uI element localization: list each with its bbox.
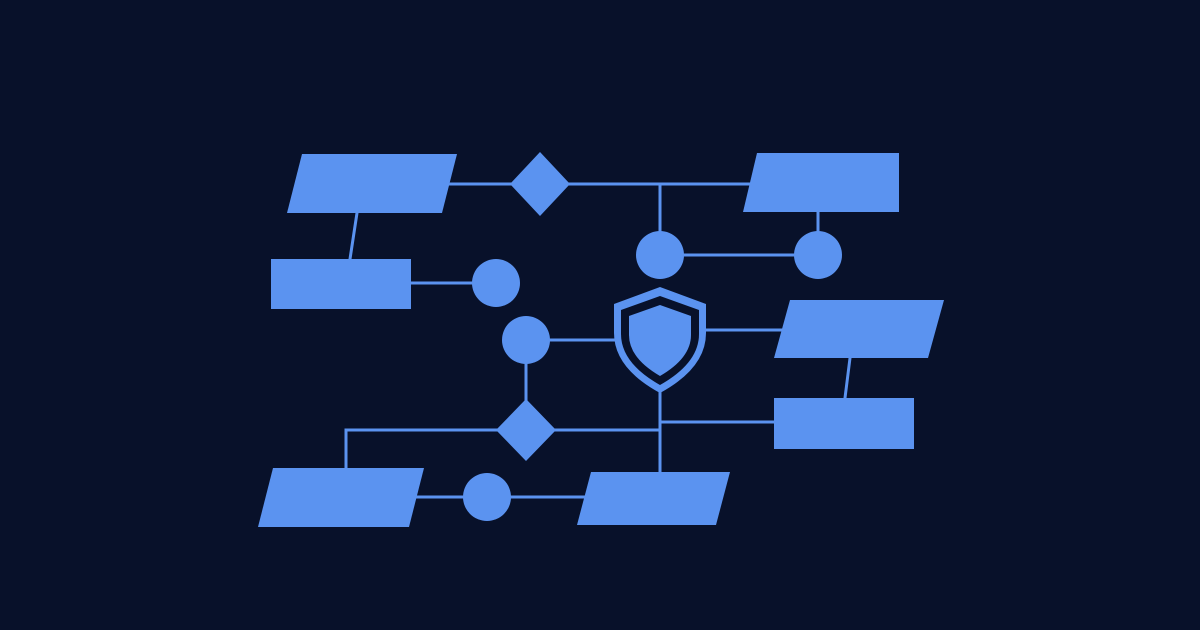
connector-top-left-down <box>348 211 359 261</box>
connectors <box>344 182 852 499</box>
node-parallelogram-right <box>774 300 944 358</box>
node-diamond-top <box>510 152 570 216</box>
node-parallelogram-bottom-left <box>258 468 424 527</box>
node-diamond-bottom <box>496 399 556 461</box>
shield-inner <box>629 305 691 376</box>
node-circle-upper-left <box>472 259 520 307</box>
node-parallelogram-bottom-mid <box>577 472 730 525</box>
node-parallelogram-top-right <box>743 153 899 212</box>
node-circle-mid-left <box>502 316 550 364</box>
node-rectangle-left <box>271 259 411 309</box>
node-circle-top-center <box>636 231 684 279</box>
node-rectangle-right <box>774 398 914 449</box>
shield-icon <box>614 287 706 393</box>
connector-diamond-to-bottom-left <box>344 428 500 472</box>
node-parallelogram-top-left <box>287 154 457 213</box>
nodes <box>258 152 944 527</box>
node-circle-bottom <box>463 473 511 521</box>
connector-right-pair <box>843 356 852 400</box>
node-circle-top-right <box>794 231 842 279</box>
